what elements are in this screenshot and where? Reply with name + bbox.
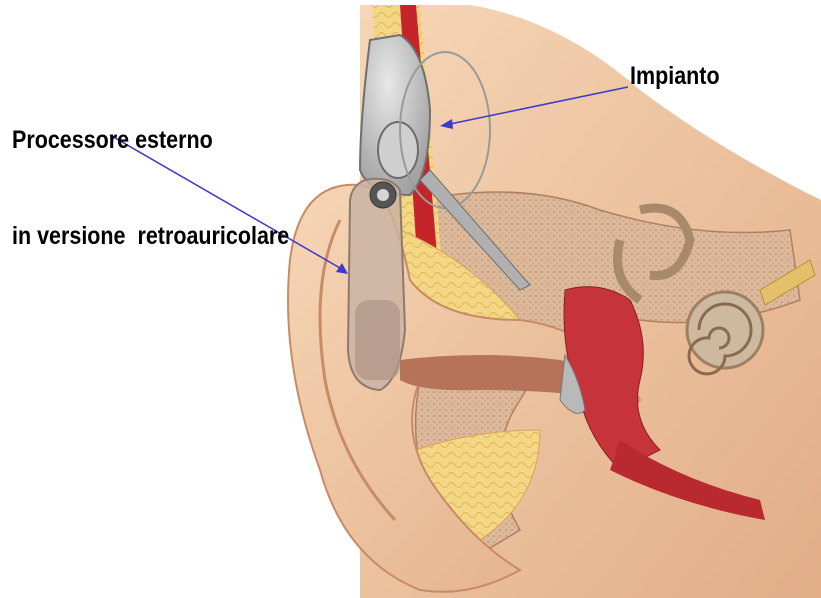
processor-label-line2: in versione retroauricolare xyxy=(12,220,289,252)
processor-label-line1: Processore esterno xyxy=(12,124,289,156)
implant-label: Impianto xyxy=(630,60,720,92)
external-processor xyxy=(348,179,405,390)
processor-label: Processore esterno in versione retroauri… xyxy=(12,60,289,284)
